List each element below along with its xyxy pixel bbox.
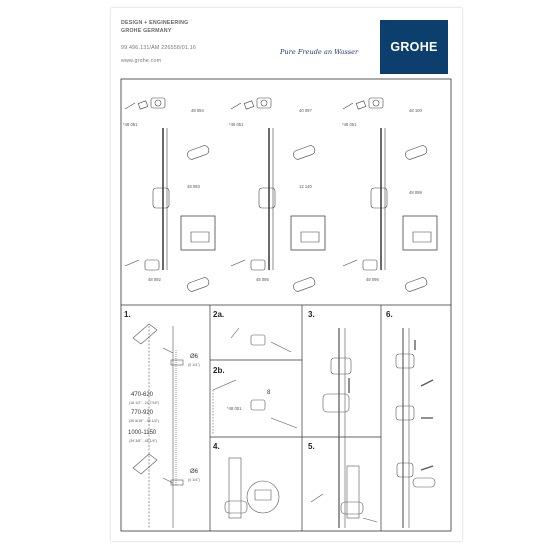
part-label: 48 099 — [409, 190, 422, 195]
diameter-inch-label: (0 1/4") — [188, 478, 200, 482]
grohe-logo: GROHE — [380, 20, 448, 74]
website: www.grohe.com — [121, 58, 162, 64]
step-number: 4. — [213, 442, 220, 451]
part-label: *48 051 — [229, 122, 244, 127]
header-line2: GROHE GERMANY — [121, 28, 172, 34]
part-label: 48 092 — [148, 277, 161, 282]
diameter-label: Ø6 — [190, 469, 199, 475]
range-label: 1000-1150 — [128, 430, 157, 436]
range-label: 770-920 — [131, 410, 154, 416]
step-number: 6. — [386, 310, 393, 319]
part-label: 48 100 — [409, 108, 422, 113]
step6-illustration — [395, 328, 436, 528]
exploded-view-1 — [124, 97, 216, 292]
exploded-view-2 — [230, 97, 326, 292]
document-id: 99.496.131/ÄM 226558/01.16 — [121, 45, 197, 51]
part-label: *48 051 — [342, 122, 357, 127]
diameter-inch-label: (0 1/4") — [188, 363, 200, 367]
exploded-view-3 — [342, 97, 438, 292]
step-number: 3. — [308, 310, 315, 319]
part-label: *48 051 — [227, 406, 242, 411]
step1-illustration — [132, 323, 184, 528]
brand-name: GROHE — [390, 40, 438, 54]
step-number: 1. — [124, 310, 131, 319]
range-inch-label: (39 3/8" - 45 1/4") — [129, 439, 158, 443]
step-number: 5. — [308, 442, 315, 451]
part-label: 40 097 — [299, 108, 312, 113]
diameter-label: Ø6 — [190, 354, 199, 360]
range-label: 470-620 — [131, 392, 154, 398]
step2b-illustration — [212, 379, 298, 435]
slogan: Pure Freude an Wasser — [280, 48, 359, 56]
step-number: 2b. — [213, 366, 225, 375]
step4-illustration — [224, 457, 280, 519]
header-line1: DESIGN + ENGINEERING — [121, 20, 189, 26]
range-inch-label: (18 1/2" - 24 7/16") — [129, 401, 160, 405]
instruction-page: DESIGN + ENGINEERING GROHE GERMANY 99.49… — [111, 8, 462, 541]
step2a-illustration — [230, 327, 292, 353]
part-label: 12 140 — [299, 184, 312, 189]
part-label: *48 051 — [123, 122, 138, 127]
part-label: 48 095 — [256, 277, 269, 282]
step5-illustration — [310, 465, 378, 523]
size-label: 8 — [267, 390, 271, 396]
part-label: 48 094 — [191, 108, 204, 113]
drawing-canvas — [120, 78, 452, 532]
step-number: 2a. — [213, 310, 225, 319]
part-label: 48 096 — [366, 277, 379, 282]
range-inch-label: (30 5/16" - 36 1/4") — [129, 419, 160, 423]
part-label: 48 093 — [187, 184, 200, 189]
step3-illustration — [322, 328, 352, 528]
